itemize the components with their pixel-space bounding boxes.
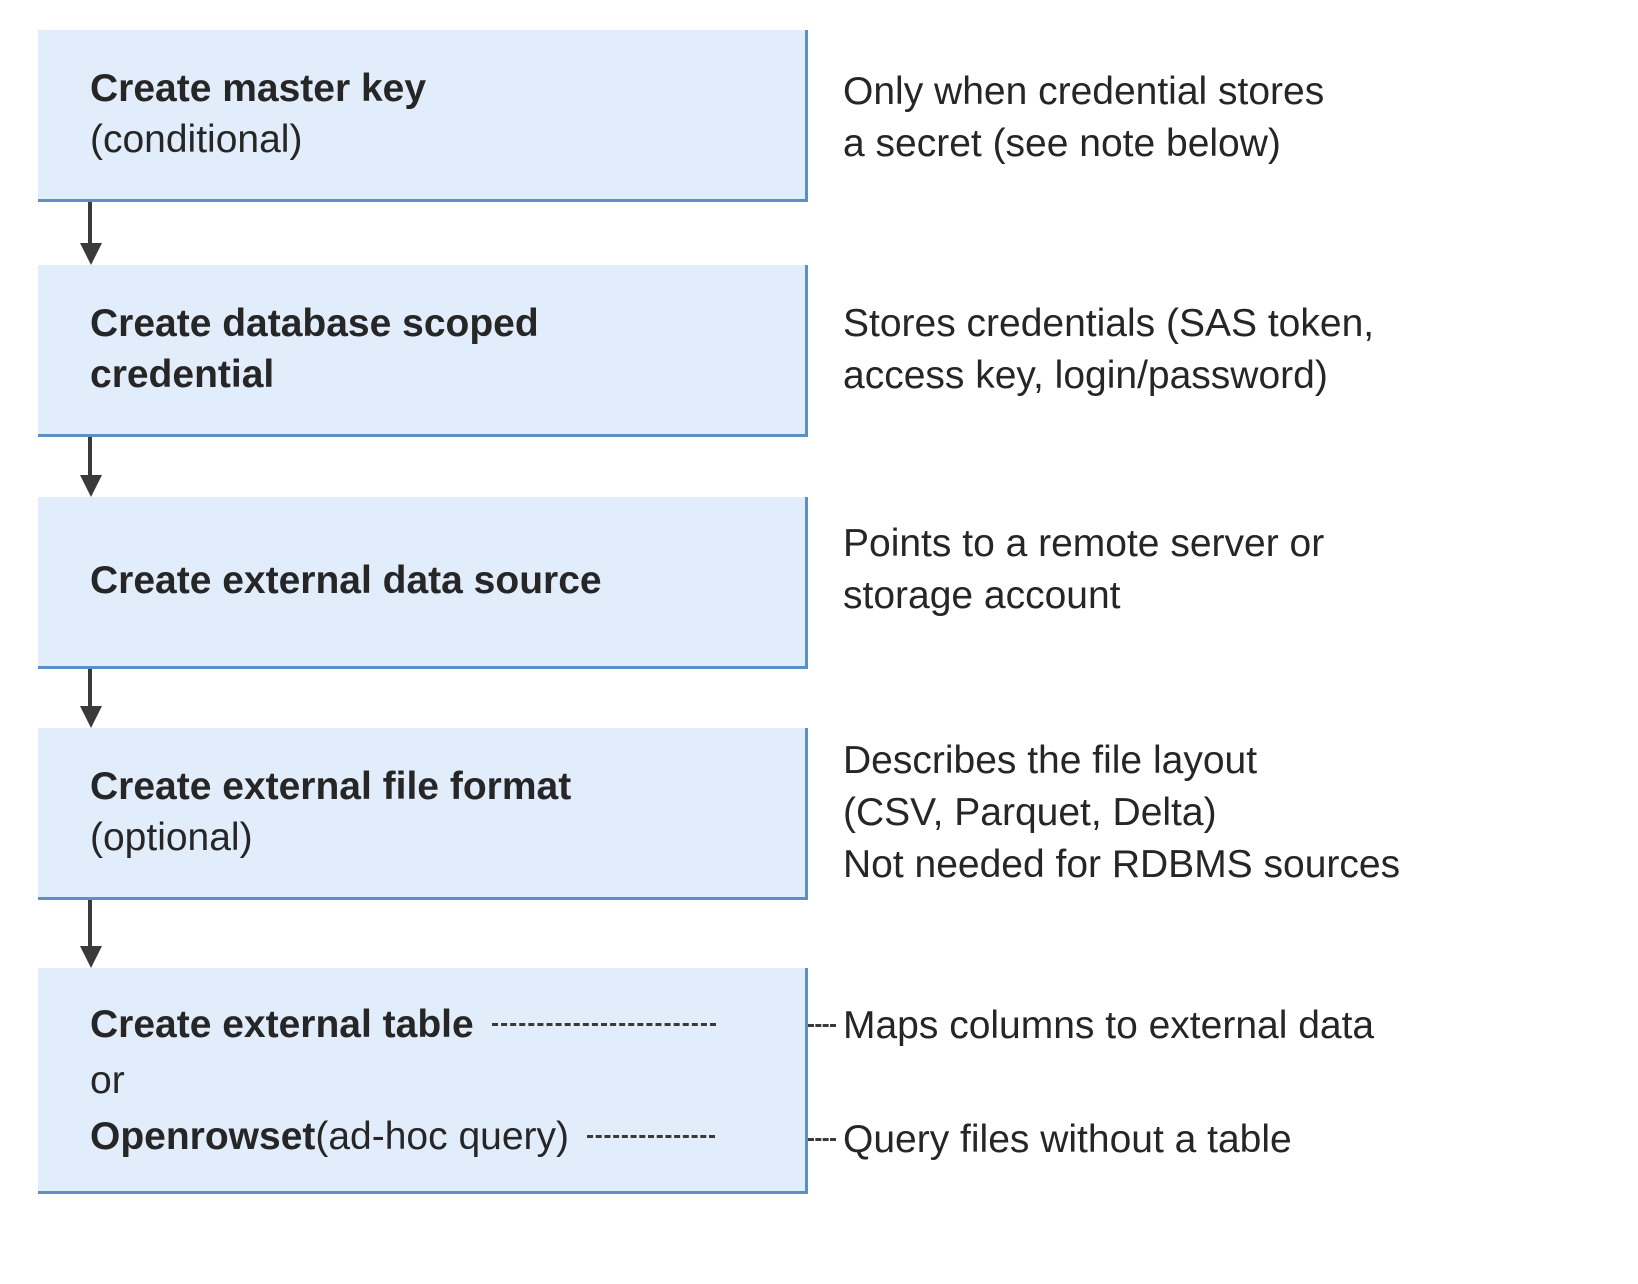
note-line: storage account <box>843 573 1121 617</box>
arrow-shaft <box>88 669 92 706</box>
flow-step-external-data-source[interactable]: Create external data source <box>38 497 808 669</box>
note-master-key: Only when credential stores a secret (se… <box>843 66 1623 170</box>
note-external-data-source: Points to a remote server or storage acc… <box>843 518 1623 622</box>
note-line: Describes the file layout <box>843 739 1258 782</box>
note-external-file-format: Describes the file layout (CSV, Parquet,… <box>843 735 1623 891</box>
step-heading: Create external table <box>90 1002 474 1046</box>
step-subtext: (conditional) <box>90 117 303 161</box>
or-separator: or <box>90 1058 125 1102</box>
flow-step-master-key[interactable]: Create master key (conditional) <box>38 30 808 202</box>
step-subtext: (optional) <box>90 815 253 859</box>
external-table-row: Create external table <box>90 996 795 1052</box>
step-heading: Create external data source <box>90 559 602 603</box>
arrow-shaft <box>88 900 92 946</box>
note-line: Not needed for RDBMS sources <box>843 842 1401 886</box>
note-line: a secret (see note below) <box>843 121 1281 165</box>
flow-step-database-scoped-credential[interactable]: Create database scoped credential <box>38 265 808 437</box>
note-line: Only when credential stores <box>843 70 1325 113</box>
note-database-scoped-credential: Stores credentials (SAS token, access ke… <box>843 298 1623 402</box>
arrow-head <box>80 475 102 497</box>
note-line: Stores credentials (SAS token, <box>843 302 1375 345</box>
step-heading: Create database scoped <box>90 301 539 345</box>
note-openrowset: Query files without a table <box>843 1114 1623 1166</box>
note-external-table: Maps columns to external data <box>843 1000 1623 1052</box>
note-line: access key, login/password) <box>843 353 1328 397</box>
dashed-connector-external-table <box>491 1022 716 1026</box>
arrow-head <box>80 243 102 265</box>
arrow-head <box>80 946 102 968</box>
step-heading: Create external file format <box>90 764 572 808</box>
arrow-down-icon <box>80 437 102 497</box>
step-heading-continued: credential <box>90 352 275 396</box>
dashed-connector-openrowset <box>587 1134 715 1138</box>
arrow-head <box>80 706 102 728</box>
openrowset-row: Openrowset (ad-hoc query) <box>90 1108 795 1164</box>
arrow-down-icon <box>80 202 102 265</box>
arrow-down-icon <box>80 669 102 728</box>
dashed-connector-openrowset-stub <box>808 1138 836 1141</box>
arrow-shaft <box>88 437 92 475</box>
note-line: (CSV, Parquet, Delta) <box>843 790 1217 834</box>
step-heading: Create master key <box>90 66 427 110</box>
arrow-shaft <box>88 202 92 243</box>
note-line: Points to a remote server or <box>843 522 1325 565</box>
flow-step-external-file-format[interactable]: Create external file format (optional) <box>38 728 808 900</box>
flow-step-external-table-or-openrowset[interactable]: Create external table or Openrowset (ad-… <box>38 968 808 1194</box>
note-line: Maps columns to external data <box>843 1004 1375 1047</box>
note-line: Query files without a table <box>843 1118 1292 1161</box>
arrow-down-icon <box>80 900 102 968</box>
or-separator-row: or <box>90 1052 795 1108</box>
alt-step-heading-suffix: (ad-hoc query) <box>315 1114 569 1158</box>
dashed-connector-external-table-stub <box>808 1024 836 1027</box>
alt-step-heading: Openrowset <box>90 1114 316 1158</box>
